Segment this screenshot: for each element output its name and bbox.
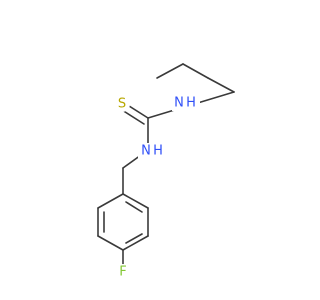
bond-ch3-ch2 bbox=[156, 63, 184, 79]
nh-mid-label-bg bbox=[138, 143, 166, 159]
ring-bond-3 bbox=[97, 235, 124, 251]
bond-ch2-nh-top bbox=[207, 77, 235, 93]
sulfur-label-bg bbox=[114, 96, 130, 112]
ring-bond-4 bbox=[122, 235, 149, 251]
aromatic-inner-3 bbox=[125, 201, 143, 213]
bond-ch2-ch2 bbox=[182, 63, 209, 79]
hydrogen-mid-label: H bbox=[153, 144, 163, 159]
hydrogen-top-label: H bbox=[186, 96, 196, 111]
nitrogen-top-label: N bbox=[174, 96, 184, 111]
aromatic-inner-2 bbox=[125, 233, 143, 244]
bond-c-s-1 bbox=[125, 103, 149, 119]
ring-bond-6 bbox=[122, 193, 149, 209]
molecule-diagram: S N H N H F bbox=[97, 63, 235, 280]
fluorine-label-bg bbox=[115, 264, 131, 280]
sulfur-label: S bbox=[118, 97, 126, 112]
nitrogen-mid-label: N bbox=[141, 144, 151, 159]
nh-top-label-bg bbox=[172, 95, 200, 111]
structure-canvas: S N H N H F bbox=[97, 63, 235, 280]
fluorine-label: F bbox=[119, 265, 126, 280]
ring-bond-1 bbox=[97, 193, 124, 209]
bond-c-s-2 bbox=[121, 109, 145, 125]
